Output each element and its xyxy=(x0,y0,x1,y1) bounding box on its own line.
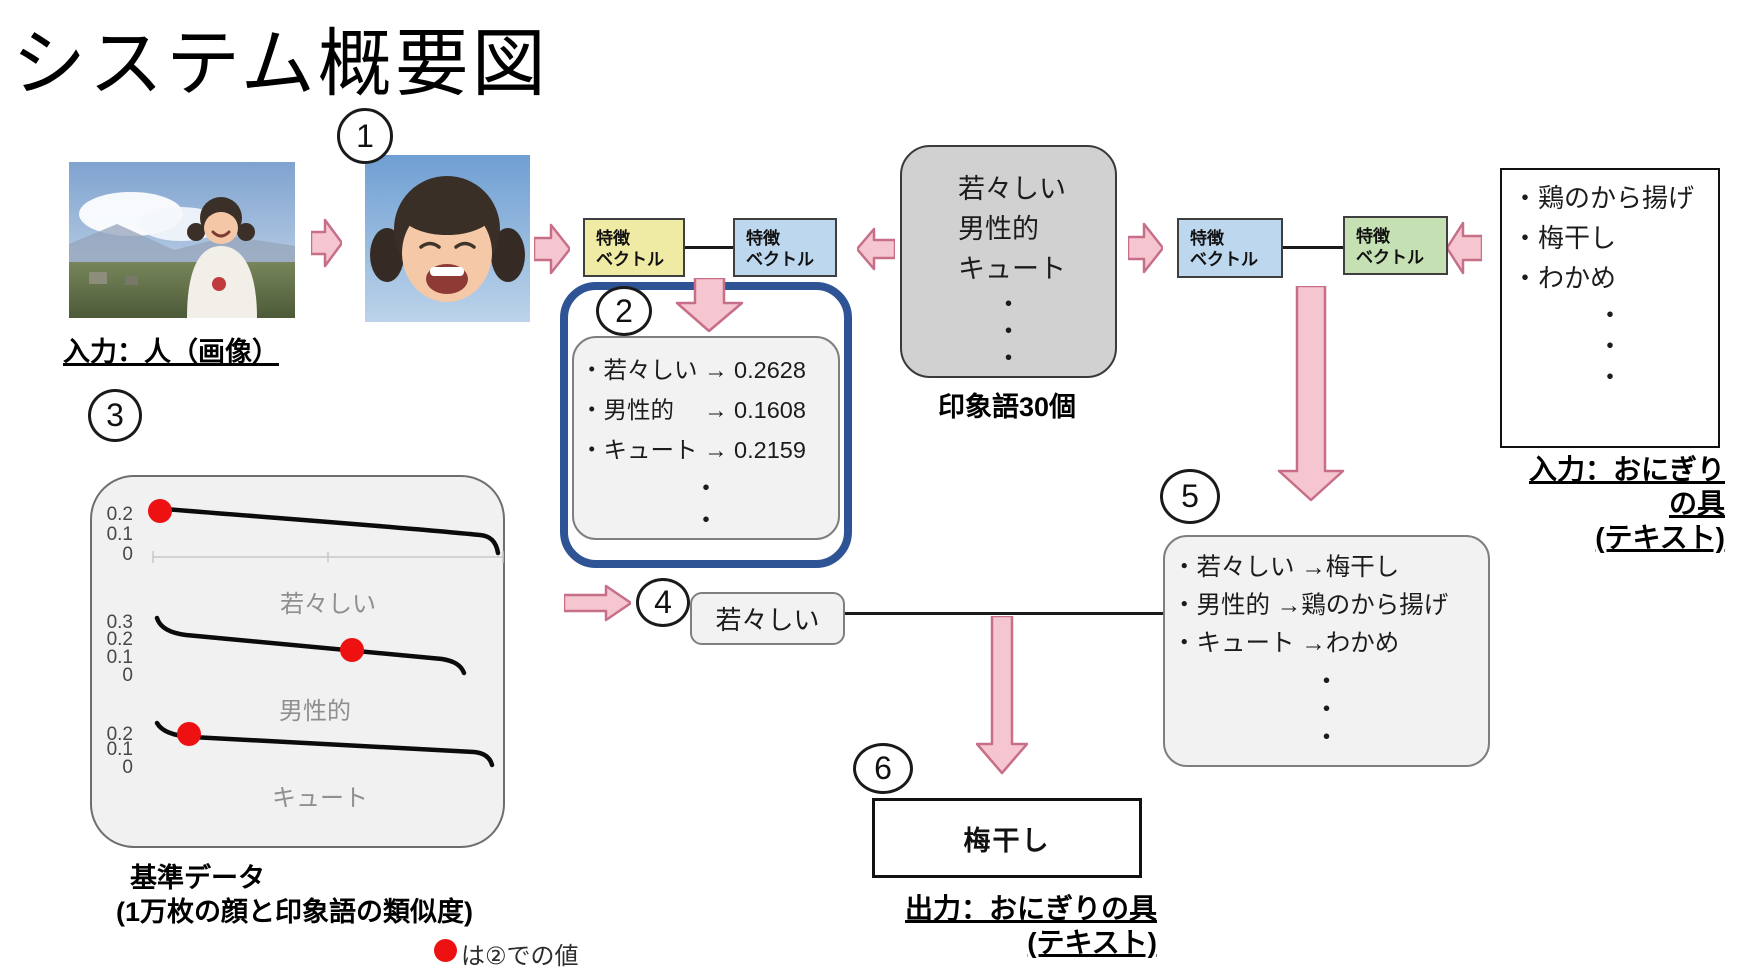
onigiri-filling-input-box: ・鶏のから揚げ ・梅干し ・わかめ ・ ・ ・ xyxy=(1500,168,1720,448)
reference-caption-line2: (1万枚の顔と印象語の類似度) xyxy=(116,897,473,927)
step-3-badge: 3 xyxy=(88,389,142,442)
filling-ellipsis: ・ ・ ・ xyxy=(1596,300,1623,392)
impression-word-item: キュート xyxy=(958,254,1066,284)
step-6-badge: 6 xyxy=(853,743,913,794)
face-crop-photo xyxy=(365,155,530,322)
y-tick: 0.2 xyxy=(106,504,133,525)
chart-label-cute: キュート xyxy=(272,785,368,812)
chart-marker-danseiteki xyxy=(340,638,364,662)
arrow-to-selected-word-icon xyxy=(564,584,631,622)
step-6-number: 6 xyxy=(874,750,892,786)
output-word: 梅干し xyxy=(963,825,1051,856)
step-5-badge: 5 xyxy=(1160,469,1220,524)
y-tick: 0 xyxy=(122,757,133,778)
feature-vector-box-words-a: 特徴 ベクトル xyxy=(733,218,837,277)
arrow-crop-to-vector-icon xyxy=(534,223,570,275)
arrow-fillings-to-vector-icon xyxy=(1447,221,1482,275)
step-1-badge: 1 xyxy=(337,108,393,164)
arrow-words-to-vector-right-icon xyxy=(1128,222,1163,274)
y-tick: 0.3 xyxy=(106,612,133,633)
step-2-badge: 2 xyxy=(596,286,652,336)
filling-item: ・梅干し xyxy=(1512,223,1617,253)
person-input-caption: 入力：人（画像） xyxy=(63,337,279,367)
legend-note: は②での値 xyxy=(461,943,579,970)
score-ellipsis: ・ ・ xyxy=(692,473,719,535)
onigiri-input-caption-line1: 入力：おにぎり xyxy=(1528,454,1725,485)
slide-title: システム概要図 xyxy=(12,22,549,105)
arrow-down-to-output-icon xyxy=(976,616,1028,775)
feature-vector-box-fillings: 特徴 ベクトル xyxy=(1343,216,1448,275)
step-3-number: 3 xyxy=(106,397,124,433)
output-caption: 出力：おにぎりの具 (テキスト) xyxy=(873,892,1157,960)
onigiri-input-caption-line3: (テキスト) xyxy=(1595,522,1725,553)
impression-word-item: 男性的 xyxy=(958,214,1039,244)
score-row: ・キュート → 0.2159 xyxy=(580,437,806,463)
y-tick: 0.2 xyxy=(106,629,133,650)
person-photo xyxy=(69,162,295,318)
step-1-number: 1 xyxy=(356,117,374,154)
word-mapping-box: ・若々しい →梅干し ・男性的 →鶏のから揚げ ・キュート →わかめ ・ ・ ・ xyxy=(1163,535,1490,767)
arrow-photo-to-crop-icon xyxy=(311,218,342,268)
filling-item: ・わかめ xyxy=(1512,263,1617,293)
mapping-row: ・男性的 →鶏のから揚げ xyxy=(1172,592,1449,619)
connector-vector-pair-right xyxy=(1283,246,1343,249)
y-tick: 0.2 xyxy=(106,724,133,745)
chart-curve-wakawakashii xyxy=(150,505,501,556)
chart-curve-cute xyxy=(154,720,495,768)
mapping-row: ・若々しい →梅干し xyxy=(1172,554,1400,581)
arrow-words-to-vector-left-icon xyxy=(857,227,895,271)
connector-word-to-mapping xyxy=(845,612,1163,615)
chart-marker-wakawakashii xyxy=(148,499,172,523)
step-4-badge: 4 xyxy=(636,578,690,627)
onigiri-input-caption: 入力：おにぎり の具 (テキスト) xyxy=(1440,453,1725,555)
y-tick: 0.1 xyxy=(106,647,133,668)
filling-item: ・鶏のから揚げ xyxy=(1512,183,1695,213)
mapping-row: ・キュート →わかめ xyxy=(1172,630,1400,657)
chart-marker-cute xyxy=(177,722,201,746)
selected-word: 若々しい xyxy=(715,605,820,635)
chart-curve-danseiteki xyxy=(154,615,467,676)
selected-word-box: 若々しい xyxy=(690,592,845,645)
arrow-down-to-mapping-icon xyxy=(1277,286,1345,502)
onigiri-input-caption-line2: の具 xyxy=(1668,488,1725,519)
impression-ellipsis: ・ ・ ・ xyxy=(995,289,1022,373)
legend-red-dot-icon xyxy=(434,939,457,962)
arrow-down-to-scores-icon xyxy=(675,278,744,332)
score-row: ・男性的 → 0.1608 xyxy=(580,397,806,423)
chart-label-wakawakashii: 若々しい xyxy=(280,591,376,618)
y-tick: 0.1 xyxy=(106,739,133,760)
impression-words-box: 若々しい 男性的 キュート ・ ・ ・ xyxy=(900,145,1117,378)
impression-word-item: 若々しい xyxy=(958,174,1066,204)
chart-label-danseiteki: 男性的 xyxy=(279,698,351,725)
impression-words-caption: 印象語30個 xyxy=(938,392,1077,422)
step-4-number: 4 xyxy=(654,584,672,620)
y-tick: 0 xyxy=(122,544,133,565)
similarity-scores-box: ・若々しい → 0.2628 ・男性的 → 0.1608 ・キュート → 0.2… xyxy=(572,336,840,540)
reference-caption-line1: 基準データ xyxy=(130,863,265,893)
step-2-number: 2 xyxy=(615,292,633,329)
y-tick: 0 xyxy=(122,665,133,686)
score-row: ・若々しい → 0.2628 xyxy=(580,357,806,383)
reference-data-panel xyxy=(90,475,505,848)
reference-charts xyxy=(148,499,504,768)
output-caption-line1: 出力：おにぎりの具 xyxy=(904,893,1157,924)
connector-vector-pair-left xyxy=(685,246,733,249)
feature-vector-box-words-b: 特徴 ベクトル xyxy=(1177,218,1283,278)
output-caption-line2: (テキスト) xyxy=(1027,927,1157,958)
output-word-box: 梅干し xyxy=(872,798,1142,878)
step-5-number: 5 xyxy=(1181,478,1199,514)
mapping-ellipsis: ・ ・ ・ xyxy=(1313,666,1340,752)
y-tick: 0.1 xyxy=(106,524,133,545)
feature-vector-box-image-a: 特徴 ベクトル xyxy=(583,218,685,277)
